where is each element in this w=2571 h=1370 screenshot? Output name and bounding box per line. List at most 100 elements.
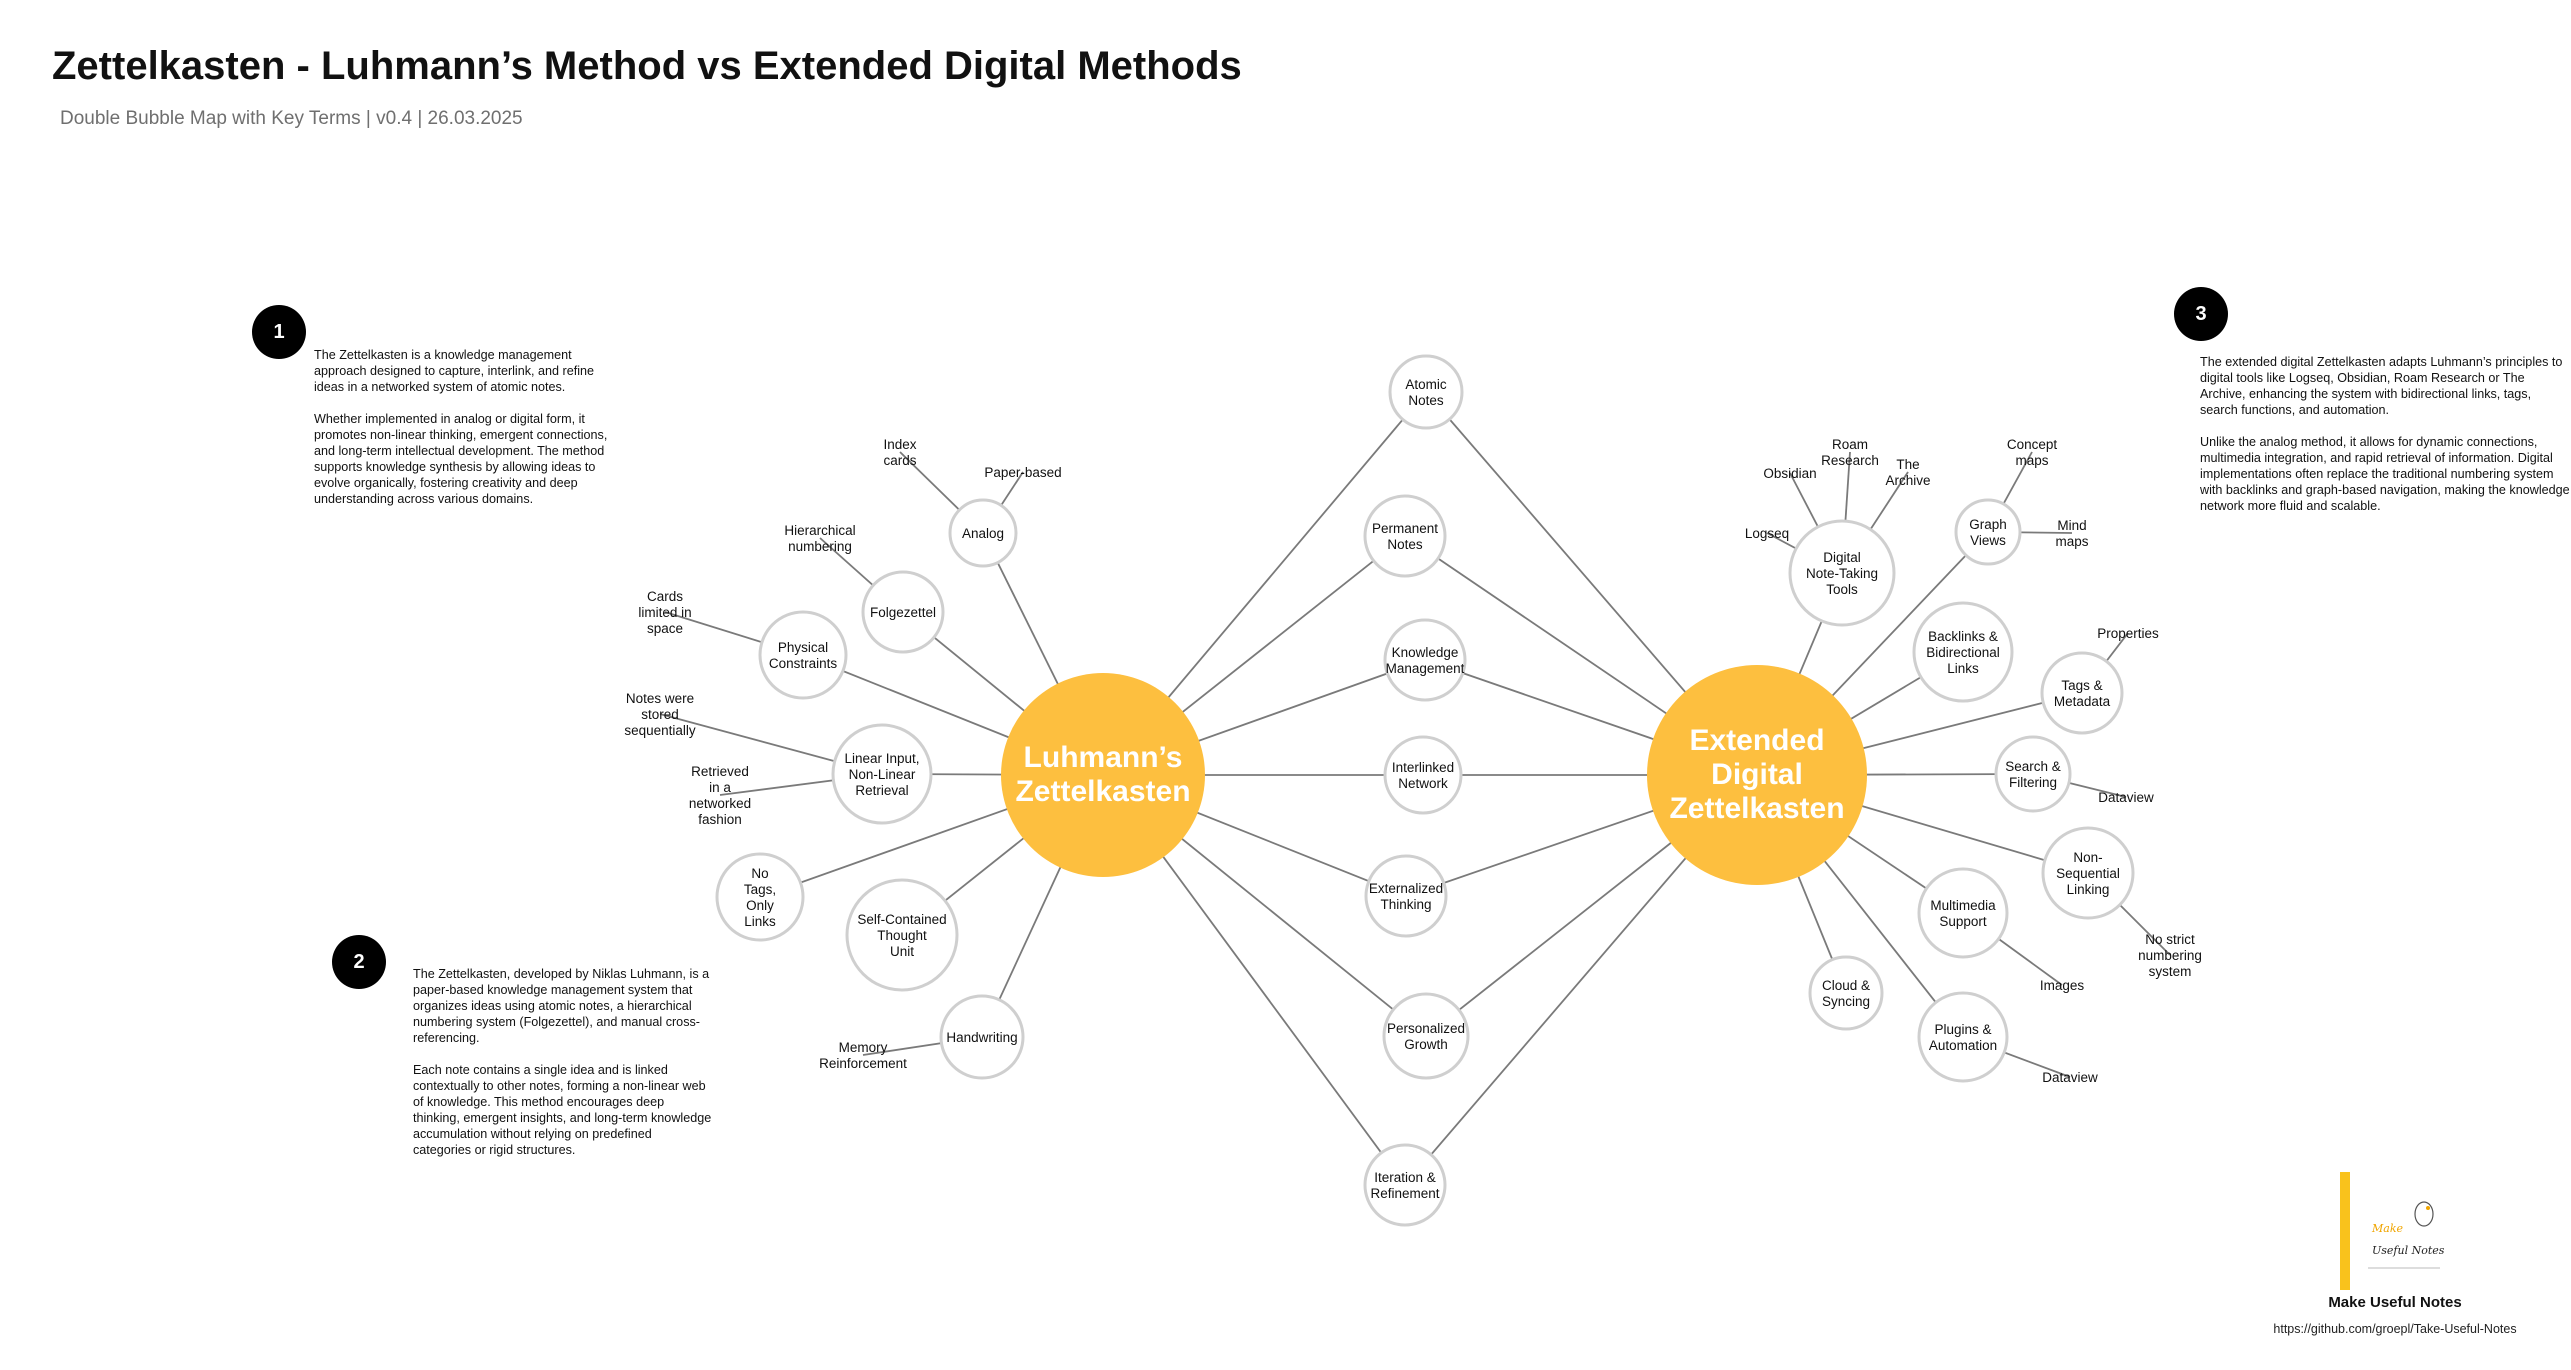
luhmann-bubble-text-line: Folgezettel — [870, 605, 936, 620]
luhmann-key-term-text-line: Hierarchical — [784, 523, 855, 538]
shared-bubble-circle — [1383, 735, 1463, 815]
digital-bubble-text-line: Sequential — [2056, 866, 2120, 881]
digital-key-term-text-line: system — [2149, 964, 2192, 979]
digital-bubble-circle — [1994, 735, 2072, 813]
logo-bird-eye-icon — [2426, 1206, 2430, 1210]
digital-bubble-text-line: Metadata — [2054, 694, 2111, 709]
digital-key-term-text-line: Research — [1821, 453, 1879, 468]
luhmann-bubble-circle — [831, 723, 933, 825]
digital-bubble-circle — [2040, 651, 2124, 735]
digital-key-term-text-line: Roam — [1832, 437, 1868, 452]
page-subtitle: Double Bubble Map with Key Terms | v0.4 … — [60, 108, 523, 129]
digital-key-term-text-line: Images — [2040, 978, 2085, 993]
digital-bubble: Tags &Metadata — [2040, 651, 2124, 735]
digital-bubble-text-line: Backlinks & — [1928, 629, 1998, 644]
digital-key-term-text-line: Mind — [2057, 518, 2086, 533]
shared-bubble-circle — [1388, 354, 1464, 430]
luhmann-key-term-text-line: limited in — [638, 605, 691, 620]
digital-hub-text-line: Zettelkasten — [1669, 792, 1844, 825]
digital-bubble-text-line: Syncing — [1822, 994, 1870, 1009]
digital-bubble: Search &Filtering — [1994, 735, 2072, 813]
note-3: The extended digital Zettelkasten adapts… — [2200, 354, 2570, 530]
luhmann-bubble-circle — [861, 570, 945, 654]
luhmann-hub-text-line: Luhmann’s — [1024, 741, 1183, 774]
digital-bubble-text-line: Graph — [1969, 517, 2007, 532]
digital-key-term: Logseq — [1745, 526, 1789, 541]
note-1-paragraph-1: The Zettelkasten is a knowledge manageme… — [314, 348, 595, 394]
digital-bubble-text-line: Tags & — [2061, 678, 2102, 693]
digital-bubble-circle — [2041, 826, 2135, 920]
note-badge-2: 2 — [332, 935, 386, 989]
luhmann-bubble-circle — [845, 878, 959, 992]
digital-key-term-text-line: Obsidian — [1763, 466, 1816, 481]
logo-name: Make Useful Notes — [2328, 1294, 2462, 1311]
logo-art-line-2: Useful Notes — [2372, 1244, 2445, 1257]
digital-bubble: Plugins &Automation — [1917, 991, 2009, 1083]
digital-key-term-text-line: Properties — [2097, 626, 2159, 641]
digital-bubble-circle — [1917, 867, 2009, 959]
luhmann-bubble-text-line: Constraints — [769, 656, 838, 671]
shared-bubble-circle — [1363, 1143, 1447, 1227]
note-2-paragraph-2: Each note contains a single idea and is … — [413, 1063, 712, 1157]
digital-bubble-text-line: Bidirectional — [1926, 645, 2000, 660]
luhmann-key-term-text-line: Memory — [839, 1040, 888, 1055]
digital-key-term: Dataview — [2042, 1070, 2098, 1085]
shared-bubble-text-line: Iteration & — [1374, 1170, 1436, 1185]
digital-key-term-text-line: No strict — [2145, 932, 2195, 947]
luhmann-bubble-text-line: Retrieval — [855, 783, 908, 798]
shared-bubble-text-line: Externalized — [1369, 881, 1443, 896]
digital-hub-text-line: Extended — [1689, 724, 1824, 757]
luhmann-bubble-circle — [758, 610, 848, 700]
digital-bubble-text-line: Linking — [2067, 882, 2110, 897]
logo-image: Make Useful Notes — [2340, 1172, 2450, 1290]
luhmann-key-term-text-line: networked — [689, 796, 751, 811]
luhmann-key-term-text-line: Cards — [647, 589, 683, 604]
luhmann-bubble: Handwriting — [939, 994, 1025, 1080]
digital-bubble-text-line: Cloud & — [1822, 978, 1870, 993]
luhmann-bubble-circle — [948, 498, 1018, 568]
shared-bubble-circle — [1363, 494, 1447, 578]
digital-key-term: Images — [2040, 978, 2085, 993]
digital-bubble-text-line: Automation — [1929, 1038, 1997, 1053]
shared-bubble-text-line: Management — [1386, 661, 1465, 676]
digital-bubble-text-line: Digital — [1823, 550, 1861, 565]
logo-art-line-1: Make — [2371, 1222, 2403, 1235]
shared-bubble-text-line: Knowledge — [1392, 645, 1459, 660]
luhmann-hub-circle — [1001, 673, 1205, 877]
digital-bubble-circle — [1954, 498, 2022, 566]
note-badge-1: 1 — [252, 305, 306, 359]
logo-accent-bar — [2340, 1172, 2350, 1290]
digital-bubble-text-line: Multimedia — [1930, 898, 1996, 913]
luhmann-bubble-text-line: Thought — [877, 928, 927, 943]
luhmann-bubble-text-line: Non-Linear — [849, 767, 916, 782]
luhmann-bubble-text-line: Handwriting — [946, 1030, 1017, 1045]
luhmann-bubble-text-line: Linear Input, — [844, 751, 919, 766]
digital-key-term-text-line: Dataview — [2098, 790, 2154, 805]
shared-bubble-text-line: Network — [1398, 776, 1448, 791]
luhmann-bubble-text-line: Analog — [962, 526, 1004, 541]
logo-url[interactable]: https://github.com/groepl/Take-Useful-No… — [2273, 1322, 2517, 1336]
digital-key-term-text-line: The — [1896, 457, 1919, 472]
note-2-paragraph-1: The Zettelkasten, developed by Niklas Lu… — [413, 967, 710, 1045]
shared-bubble-text-line: Permanent — [1372, 521, 1438, 536]
shared-bubble-text-line: Refinement — [1370, 1186, 1439, 1201]
